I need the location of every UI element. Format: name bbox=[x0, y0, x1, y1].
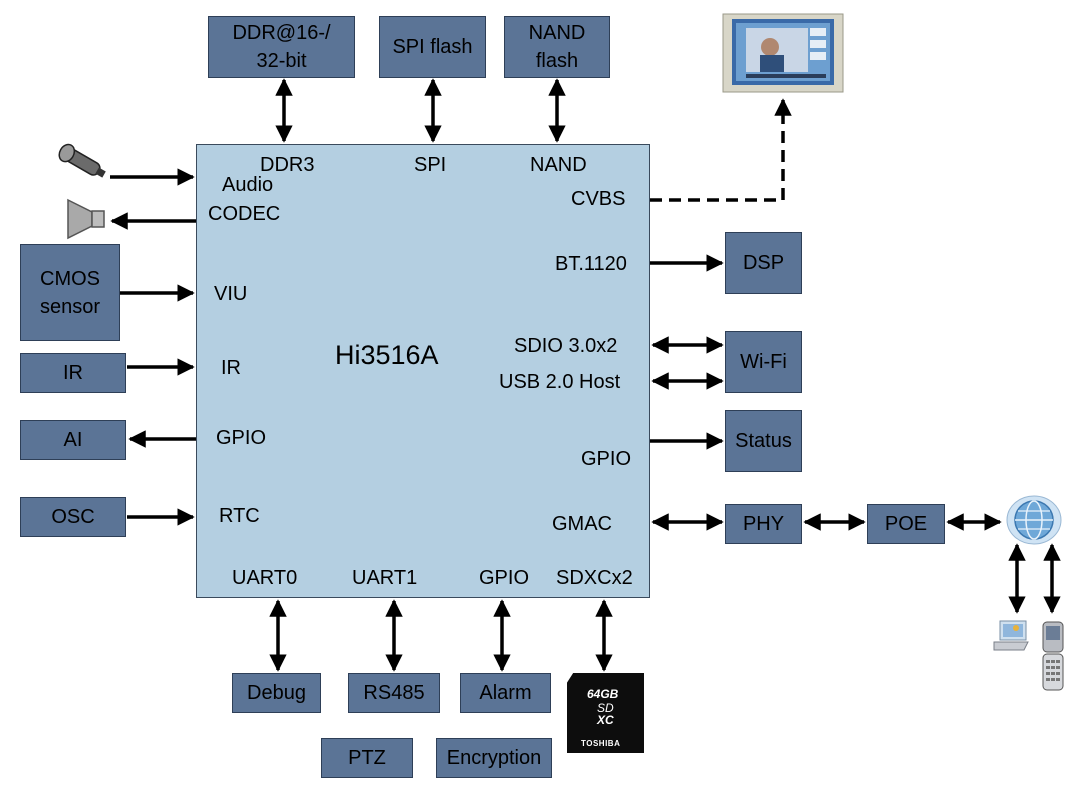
phy-block: PHY bbox=[725, 504, 802, 544]
ai-block: AI bbox=[20, 420, 126, 460]
nand-flash-block: NAND flash bbox=[504, 16, 610, 78]
port-sdio: SDIO 3.0x2 bbox=[514, 335, 618, 357]
spi-flash-block: SPI flash bbox=[379, 16, 486, 78]
port-rtc: RTC bbox=[219, 505, 260, 527]
sd-card-brand: TOSHIBA bbox=[581, 739, 621, 748]
port-usb: USB 2.0 Host bbox=[499, 371, 621, 393]
port-sdxc: SDXCx2 bbox=[556, 567, 633, 589]
cmos-sensor-block: CMOS sensor bbox=[20, 244, 120, 341]
port-uart1: UART1 bbox=[352, 567, 418, 589]
port-ir: IR bbox=[221, 357, 241, 379]
wifi-block: Wi-Fi bbox=[725, 331, 802, 393]
mobile-phone-icon bbox=[1042, 621, 1064, 691]
port-codec: CODEC bbox=[208, 203, 281, 225]
sd-card-icon: 64GB SD XC TOSHIBA bbox=[567, 673, 644, 753]
poe-block: POE bbox=[867, 504, 945, 544]
tv-monitor-icon bbox=[722, 13, 844, 93]
status-block: Status bbox=[725, 410, 802, 472]
laptop-icon bbox=[993, 620, 1029, 651]
debug-block: Debug bbox=[232, 673, 321, 713]
port-bt1120: BT.1120 bbox=[555, 253, 627, 275]
port-gpio-left: GPIO bbox=[216, 427, 267, 449]
port-audio: Audio bbox=[222, 174, 274, 196]
port-nand: NAND bbox=[530, 154, 587, 176]
hi3516a-chip bbox=[196, 144, 650, 598]
alarm-block: Alarm bbox=[460, 673, 551, 713]
port-gpio-right: GPIO bbox=[581, 448, 632, 470]
rs485-block: RS485 bbox=[348, 673, 440, 713]
port-spi: SPI bbox=[414, 154, 447, 176]
cvbs-link bbox=[650, 98, 792, 202]
microphone-icon bbox=[58, 143, 106, 178]
speaker-icon bbox=[67, 198, 105, 240]
sd-card-type-sd: SD bbox=[597, 701, 614, 715]
port-viu: VIU bbox=[214, 283, 248, 305]
ddr-block: DDR@16-/ 32-bit bbox=[208, 16, 355, 78]
port-gpio-bottom: GPIO bbox=[479, 567, 530, 589]
port-cvbs: CVBS bbox=[571, 188, 626, 210]
port-ddr3: DDR3 bbox=[260, 154, 315, 176]
sd-card-type-xc: XC bbox=[597, 713, 614, 727]
encryption-block: Encryption bbox=[436, 738, 552, 778]
globe-network-icon bbox=[1006, 495, 1062, 545]
port-uart0: UART0 bbox=[232, 567, 298, 589]
chip-title: Hi3516A bbox=[335, 340, 439, 370]
dsp-block: DSP bbox=[725, 232, 802, 294]
ir-block: IR bbox=[20, 353, 126, 393]
osc-block: OSC bbox=[20, 497, 126, 537]
ptz-block: PTZ bbox=[321, 738, 413, 778]
port-gmac: GMAC bbox=[552, 513, 612, 535]
sd-card-capacity: 64GB bbox=[587, 687, 619, 701]
